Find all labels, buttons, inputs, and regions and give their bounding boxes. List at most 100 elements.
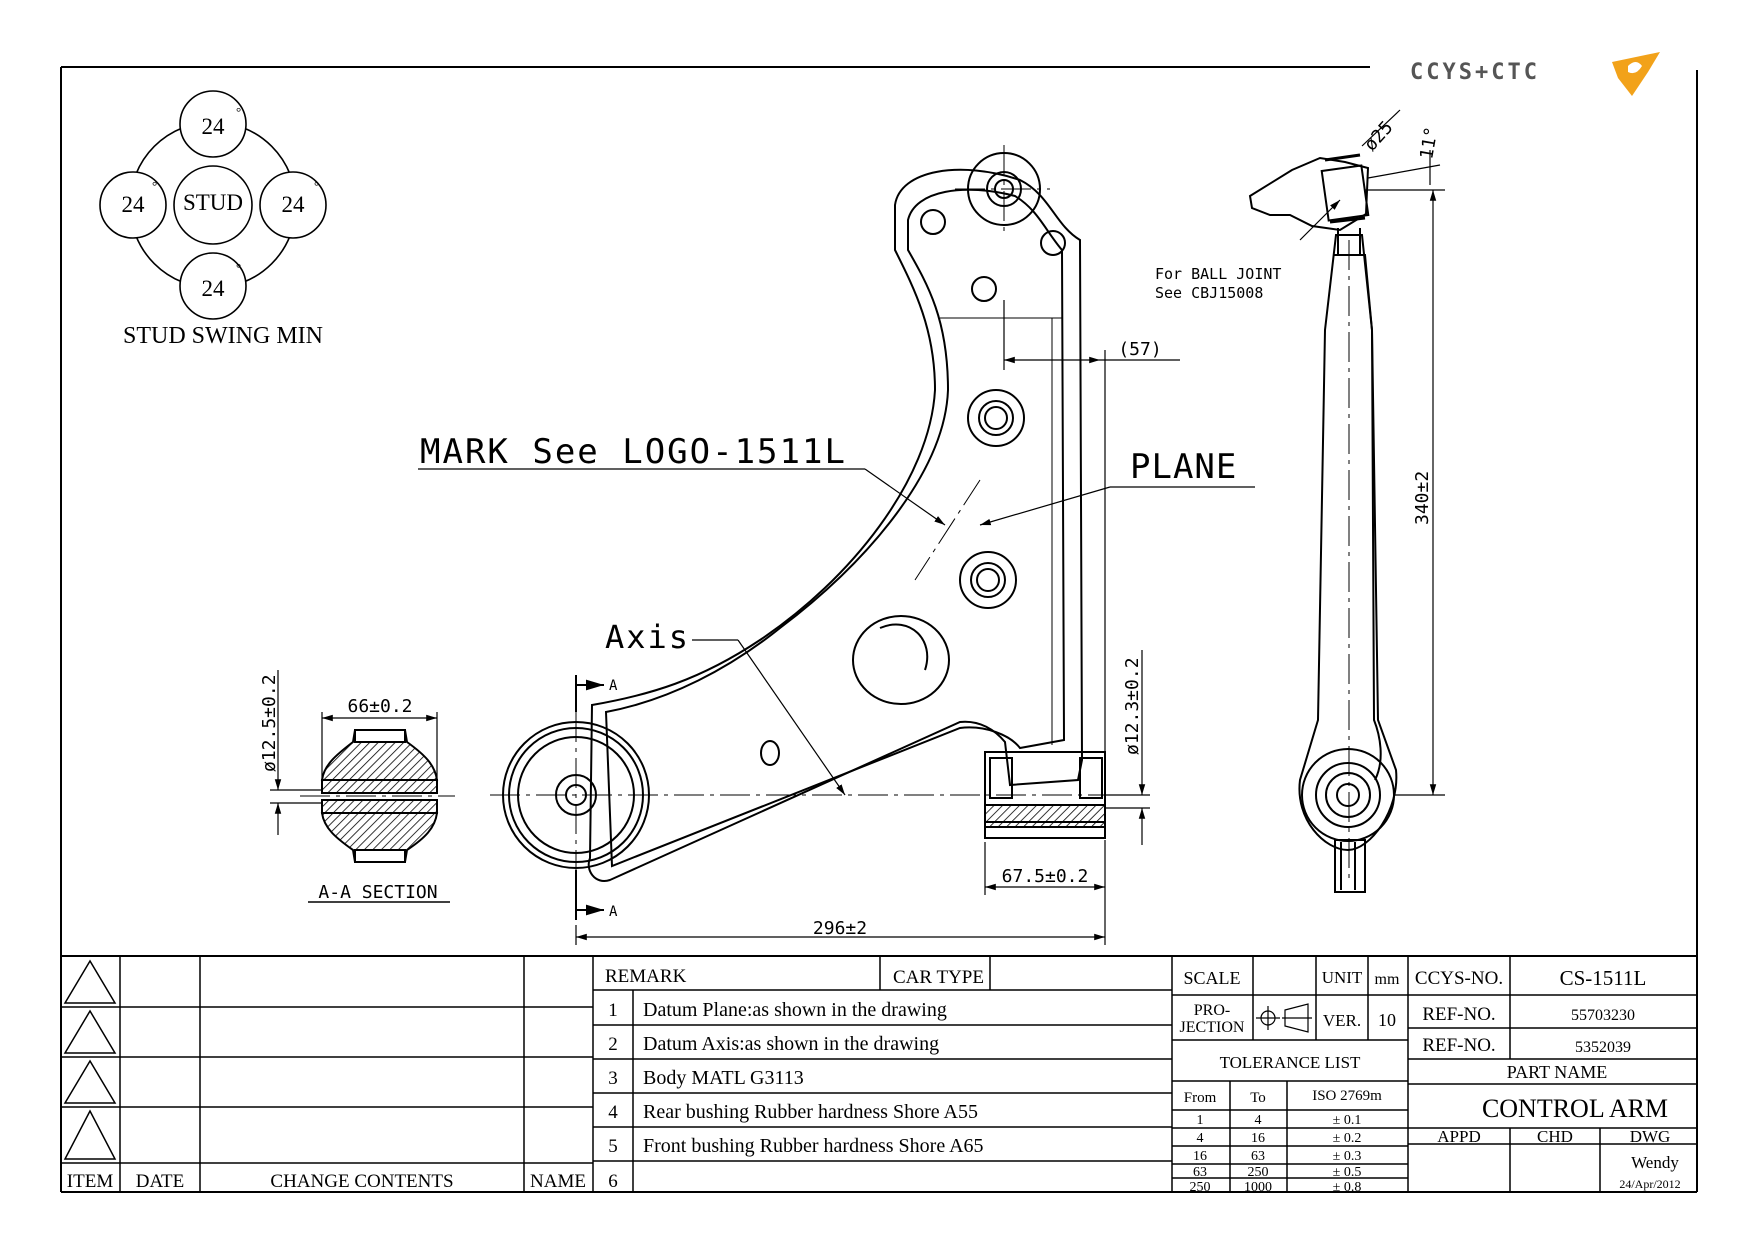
tol-to-3: 63 [1251,1149,1265,1164]
drawing-date: 24/Apr/2012 [1619,1177,1680,1191]
section-a-bottom-label: A [609,904,618,920]
rev-change-header: CHANGE CONTENTS [270,1171,453,1192]
logo-text: CCYS+CTC [1410,60,1540,85]
chd-label: CHD [1537,1127,1573,1146]
remark-no-4: 4 [608,1102,618,1123]
tolerance-to-header: To [1250,1090,1266,1106]
degree-mark-left: ° [152,178,157,193]
dim-12-3: ø12.3±0.2 [1122,657,1143,755]
ball-joint-note-1: For BALL JOINT [1155,265,1281,283]
stud-swing-diagram [99,90,327,320]
remark-text-1: Datum Plane:as shown in the drawing [643,999,947,1021]
ver-value: 10 [1378,1010,1396,1030]
dim-296: 296±2 [813,918,867,939]
dimension-lines [575,300,1180,945]
axis-label: Axis [605,618,690,656]
plane-label: PLANE [1130,447,1237,487]
tol-from-4: 63 [1193,1165,1207,1180]
stud-swing-title: STUD SWING MIN [123,323,323,349]
projection-label-1: PRO- [1194,1002,1230,1019]
appd-label: APPD [1437,1127,1480,1146]
section-cut-markers [575,675,604,920]
ref-no-2-value: 5352039 [1575,1039,1631,1056]
section-title: A-A SECTION [318,882,437,903]
control-arm-side-view [1248,153,1398,893]
dim-12-5: ø12.5±0.2 [259,674,280,772]
ref-no-2-label: REF-NO. [1422,1035,1495,1056]
remark-no-5: 5 [608,1136,618,1157]
ref-no-1-value: 55703230 [1571,1007,1635,1024]
car-type-header: CAR TYPE [893,967,984,988]
remark-text-4: Rear bushing Rubber hardness Shore A55 [643,1101,978,1123]
stud-right-value: 24 [282,192,306,217]
tol-value-4: ± 0.5 [1333,1165,1362,1180]
tol-to-5: 1000 [1244,1180,1272,1195]
rear-bushing [984,751,1106,839]
remark-no-3: 3 [608,1068,618,1089]
mark-logo-label: MARK See LOGO-1511L [420,432,847,472]
drawn-by: Wendy [1631,1153,1679,1172]
title-block-grid [61,956,1697,1192]
tolerance-from-header: From [1184,1090,1217,1106]
part-name-value: CONTROL ARM [1482,1094,1668,1123]
stud-label: STUD [183,190,243,215]
dwg-label: DWG [1630,1127,1671,1146]
scale-label: SCALE [1183,968,1240,988]
tol-value-5: ± 0.8 [1333,1180,1362,1195]
dim-57: (57) [1118,339,1161,360]
ccys-no-value: CS-1511L [1560,966,1647,990]
projection-symbol-icon [1256,1003,1312,1033]
tol-from-5: 250 [1190,1180,1211,1195]
tol-from-3: 16 [1193,1149,1207,1164]
dim-340: 340±2 [1412,471,1433,525]
degree-mark-top: ° [236,104,241,119]
tol-value-1: ± 0.1 [1333,1113,1362,1128]
remark-header: REMARK [605,966,687,987]
degree-mark-bottom: ° [236,260,241,275]
degree-mark-right: ° [314,178,319,193]
stud-left-value: 24 [122,192,146,217]
remark-no-1: 1 [608,1000,618,1021]
remark-text-2: Datum Axis:as shown in the drawing [643,1033,939,1055]
leaders [418,468,1255,796]
tol-value-2: ± 0.2 [1333,1131,1362,1146]
ver-label: VER. [1323,1011,1361,1030]
ccys-ctc-logo: CCYS+CTC [1410,52,1660,96]
control-arm-main-view [587,168,1084,882]
ref-no-1-label: REF-NO. [1422,1004,1495,1025]
stud-top-value: 24 [202,114,226,139]
drawing-frame [60,66,1698,1193]
a-a-section-view [300,729,455,863]
rev-date-header: DATE [136,1171,185,1192]
tolerance-iso-header: ISO 2769m [1312,1088,1382,1104]
rev-name-header: NAME [530,1171,586,1192]
a-a-section-dimensions [270,670,450,903]
tol-to-2: 16 [1251,1131,1265,1146]
tolerance-title: TOLERANCE LIST [1220,1053,1361,1072]
remark-no-6: 6 [608,1171,618,1192]
revision-triangles [63,959,117,1160]
stud-bottom-value: 24 [202,276,226,301]
ball-joint-note-2: See CBJ15008 [1155,284,1263,302]
dim-25: ø25 [1360,117,1397,155]
projection-label-2: JECTION [1180,1019,1245,1036]
dim-67-5: 67.5±0.2 [1002,866,1089,887]
dim-66: 66±0.2 [347,696,412,717]
logo-mark-icon [1612,52,1660,96]
ccys-no-label: CCYS-NO. [1415,968,1503,989]
rev-item-header: ITEM [67,1171,114,1192]
unit-label: UNIT [1322,968,1363,987]
section-a-top-label: A [609,678,618,694]
tol-from-1: 1 [1197,1113,1204,1128]
centre-lines [490,145,1115,880]
dim-11-deg: 11° [1416,125,1442,161]
remark-text-5: Front bushing Rubber hardness Shore A65 [643,1135,984,1157]
unit-value: mm [1375,971,1400,988]
tol-from-2: 4 [1197,1131,1204,1146]
remark-text-3: Body MATL G3113 [643,1067,804,1089]
part-name-label: PART NAME [1507,1062,1607,1082]
tol-to-1: 4 [1255,1113,1262,1128]
tol-value-3: ± 0.3 [1333,1149,1362,1164]
side-view-dimensions [1299,109,1445,796]
